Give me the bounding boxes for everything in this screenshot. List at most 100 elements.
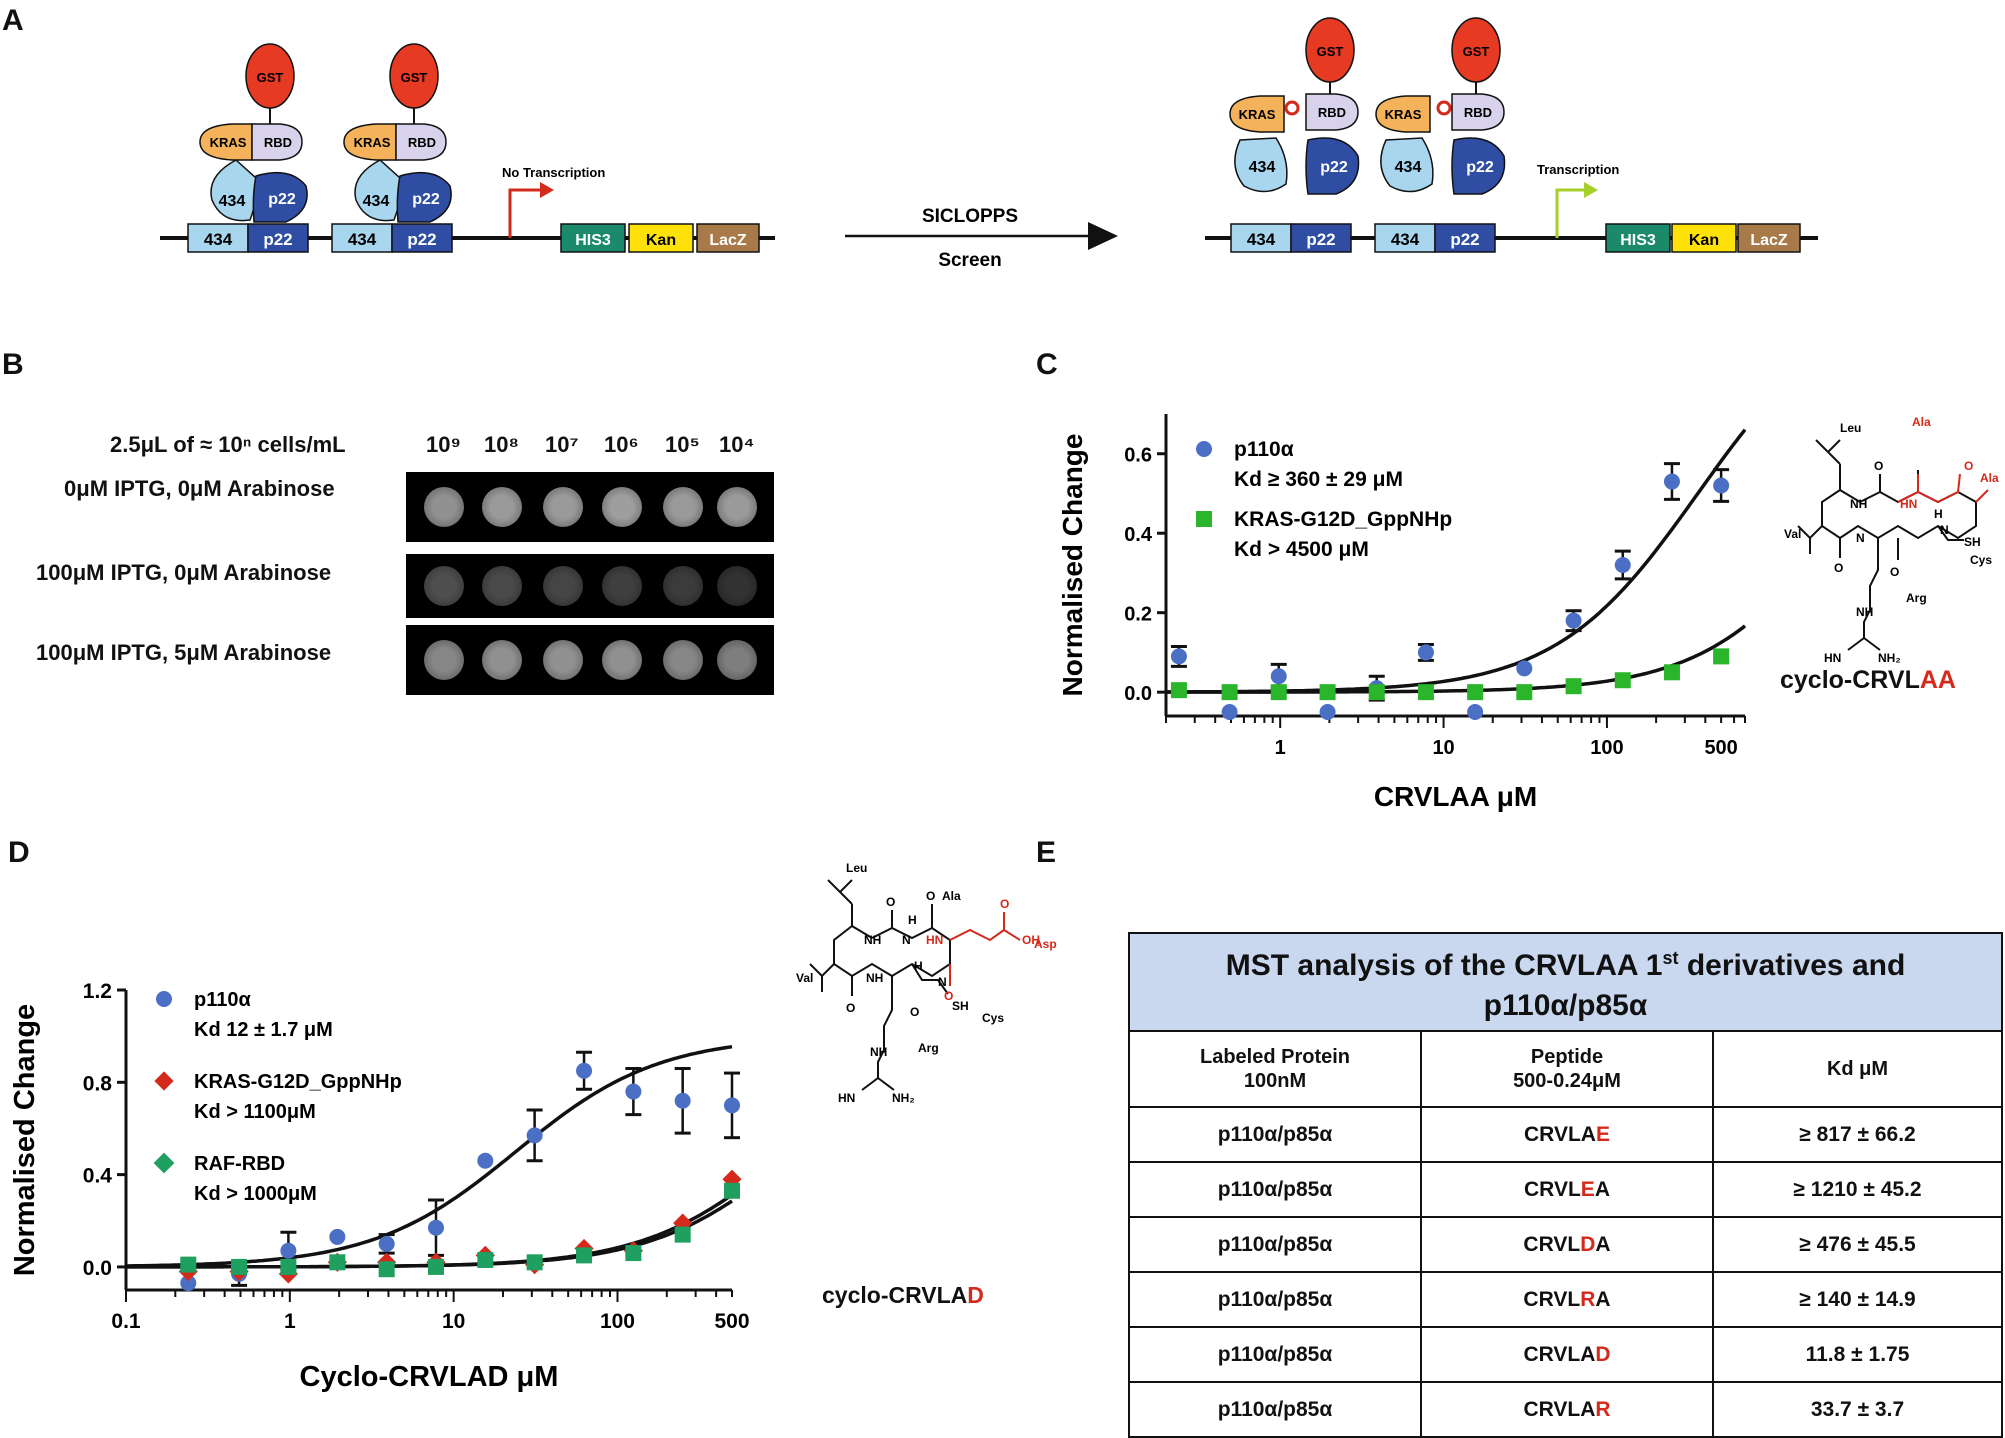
- transcription-label: Transcription: [1537, 162, 1619, 177]
- promoter-arrowhead-green: [1584, 182, 1598, 198]
- spot-row-label: 0μM IPTG, 0μM Arabinose: [64, 476, 335, 501]
- atom-n: N: [1940, 523, 1949, 537]
- atom-nh: NH: [864, 933, 881, 947]
- atom-hn: HN: [1824, 651, 1841, 665]
- panel-label-d: D: [8, 836, 30, 869]
- cell-kd: 33.7 ± 3.7: [1712, 1381, 2003, 1438]
- res-ala: Ala: [942, 889, 961, 903]
- operator-site-1-right: 434 p22: [1230, 223, 1352, 253]
- site-p22-label: p22: [1450, 230, 1479, 249]
- peptide-post: A: [1594, 1177, 1610, 1201]
- data-point: [526, 1254, 543, 1271]
- colony-spot: [482, 640, 522, 680]
- kras-label: KRAS: [1239, 107, 1276, 122]
- operator-site-2-right: 434 p22: [1374, 223, 1496, 253]
- spot-assay-header: 2.5μL of ≈ 10ⁿ cells/mL: [110, 432, 346, 457]
- cell-peptide: CRVLRA: [1420, 1271, 1714, 1328]
- data-point: [180, 1275, 197, 1292]
- table-title-sup: st: [1662, 948, 1679, 968]
- mst-analysis-table: MST analysis of the CRVLAA 1st derivativ…: [1128, 932, 2003, 1438]
- peptide-mutation: D: [1580, 1232, 1596, 1256]
- atom-o: O: [1834, 561, 1843, 575]
- x-tick-label: 0.1: [111, 1310, 141, 1333]
- data-point: [1270, 668, 1287, 685]
- legend-series-name: KRAS-G12D_GppNHp: [1234, 508, 1452, 531]
- y-tick-label: 0.0: [1124, 683, 1152, 705]
- spot-strip: [406, 472, 774, 542]
- dilution-label: 10⁴: [719, 432, 755, 457]
- colony-spot: [663, 640, 703, 680]
- dilution-label: 10⁶: [604, 432, 639, 457]
- data-point: [1467, 704, 1484, 721]
- data-point: [427, 1219, 444, 1236]
- y-tick-label: 0.2: [1124, 604, 1152, 626]
- peptide-mutation: E: [1580, 1177, 1595, 1201]
- res-val: Val: [796, 971, 813, 985]
- legend-kd: Kd > 4500 μM: [1234, 538, 1369, 561]
- gst-label: GST: [1317, 44, 1344, 59]
- y-tick-label: 0.6: [1124, 445, 1152, 467]
- x-tick-label: 10: [1432, 737, 1454, 759]
- y-tick-label: 0.0: [83, 1257, 112, 1280]
- cell-kd: ≥ 140 ± 14.9: [1712, 1271, 2003, 1328]
- data-point: [1270, 684, 1287, 701]
- res-asp: Asp: [1034, 937, 1057, 951]
- data-point: [427, 1258, 444, 1275]
- x-tick-label: 500: [1704, 737, 1737, 759]
- dilution-label: 10⁵: [665, 432, 700, 457]
- y-tick-label: 0.4: [83, 1165, 113, 1188]
- data-point: [576, 1247, 593, 1264]
- cyclic-peptide-icon: [1436, 100, 1452, 116]
- no-transcription-label: No Transcription: [502, 165, 605, 180]
- dissociated-complex-right-1: KRAS 434 GST RBD p22: [1229, 17, 1360, 195]
- legend-marker: [153, 1152, 175, 1174]
- data-point: [674, 1092, 691, 1109]
- legend-kd: Kd > 1100μM: [194, 1101, 316, 1123]
- atom-o: O: [1874, 459, 1883, 473]
- colony-spot: [602, 487, 642, 527]
- gene-his3: HIS3: [575, 232, 611, 249]
- data-point: [1221, 704, 1238, 721]
- atom-nh: NH: [870, 1045, 887, 1059]
- atom-h: H: [908, 913, 917, 927]
- promoter-arrow-green: [1555, 188, 1584, 238]
- legend-kd: Kd > 1000μM: [194, 1183, 317, 1205]
- kras-label: KRAS: [1385, 107, 1422, 122]
- legend-series-name: p110α: [194, 989, 251, 1011]
- data-point: [1368, 684, 1385, 701]
- cell-protein: p110α/p85α: [1128, 1381, 1422, 1438]
- data-point: [477, 1252, 494, 1268]
- dissociated-complex-right-2: KRAS 434 GST RBD p22: [1375, 17, 1506, 195]
- data-point: [1614, 557, 1631, 573]
- atom-h: H: [1934, 507, 1943, 521]
- res-leu: Leu: [846, 861, 867, 875]
- fit-curve: [125, 1044, 733, 1268]
- data-point: [231, 1258, 248, 1275]
- rbd-label: RBD: [264, 135, 292, 150]
- data-point: [1565, 678, 1582, 695]
- data-point: [576, 1062, 593, 1079]
- atom-oh: OH: [1022, 933, 1040, 947]
- gene-lacz: LacZ: [709, 232, 747, 249]
- reporter-genes-right: HIS3 Kan LacZ: [1605, 223, 1801, 253]
- site-434-label: 434: [1247, 230, 1276, 249]
- colony-spot: [602, 566, 642, 606]
- atom-h: H: [914, 959, 923, 973]
- promoter-arrowhead-red: [540, 182, 554, 198]
- x-tick-label: 1: [1275, 737, 1286, 759]
- spot-strip: [406, 554, 774, 618]
- legend-kd: Kd ≥ 360 ± 29 μM: [1234, 468, 1403, 491]
- data-point: [1516, 684, 1533, 701]
- rbd-label: RBD: [1464, 105, 1492, 120]
- res-arg: Arg: [1906, 591, 1927, 605]
- atom-nh: NH: [1856, 605, 1873, 619]
- data-point: [378, 1261, 395, 1278]
- colony-spot: [543, 640, 583, 680]
